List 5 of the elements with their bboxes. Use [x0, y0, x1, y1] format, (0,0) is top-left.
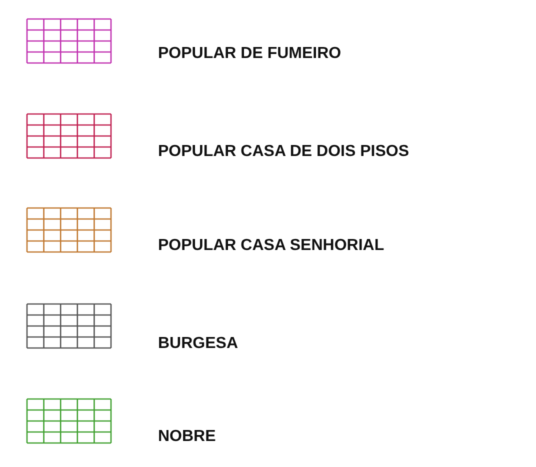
legend-label: POPULAR CASA DE DOIS PISOS	[158, 143, 409, 161]
legend-label: POPULAR DE FUMEIRO	[158, 45, 342, 63]
legend-label: BURGESA	[158, 335, 238, 353]
legend-label: NOBRE	[158, 428, 216, 446]
legend-label: POPULAR CASA SENHORIAL	[158, 237, 384, 255]
